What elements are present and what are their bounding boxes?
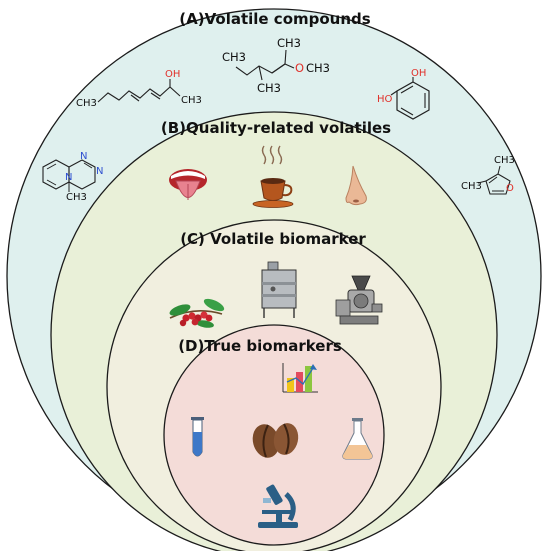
molecule-branched-ether: CH3 CH3 CH3 O CH3 — [222, 36, 330, 95]
furan-ch3-left: CH3 — [461, 181, 482, 192]
furan-o-label: O — [506, 183, 514, 194]
title-volatile-compounds: (A)Volatile compounds — [179, 10, 370, 28]
nose-icon — [345, 165, 367, 206]
chain-oh-label: OH — [165, 69, 180, 80]
branched-ch3-bottom: CH3 — [257, 81, 281, 95]
bar-chart-icon — [282, 363, 318, 393]
branched-ch3-right: CH3 — [306, 61, 330, 75]
tongue-icon — [169, 169, 207, 200]
coffee-cherries-icon — [169, 298, 225, 328]
microscope-icon — [258, 484, 298, 528]
pyrazine-n1: N — [80, 151, 87, 162]
catechol-ho-left: HO — [377, 94, 393, 105]
coffee-cup-icon — [252, 145, 294, 208]
coffee-bean-icon — [252, 423, 299, 458]
molecule-catechol: OH HO — [377, 68, 430, 120]
coffee-grinder-icon — [335, 275, 383, 325]
branched-ch3-left: CH3 — [222, 50, 246, 64]
furan-ch3-top: CH3 — [494, 155, 515, 166]
branched-ch3-top: CH3 — [277, 36, 301, 50]
chain-ch3-end-label: CH3 — [181, 95, 202, 106]
branched-o-label: O — [295, 61, 304, 75]
catechol-oh-top: OH — [411, 68, 426, 79]
chain-ch3-label: CH3 — [76, 98, 97, 109]
pyrazine-n2: N — [96, 166, 103, 177]
pyrazine-ch3: CH3 — [66, 192, 87, 203]
title-volatile-biomarker: (C) Volatile biomarker — [180, 230, 366, 248]
title-true-biomarkers: (D)True biomarkers — [178, 337, 342, 355]
flask-icon — [342, 418, 373, 460]
fermentation-tank-icon — [261, 261, 297, 318]
molecule-pyrazine: N N N CH3 — [42, 151, 103, 203]
molecule-unsaturated-chain: CH3 OH CH3 — [76, 69, 202, 109]
pyrazine-n3: N — [65, 172, 72, 183]
title-quality-related-volatiles: (B)Quality-related volatiles — [161, 119, 391, 137]
molecule-dimethylfuran: O CH3 CH3 — [461, 155, 515, 195]
test-tube-icon — [191, 417, 204, 457]
